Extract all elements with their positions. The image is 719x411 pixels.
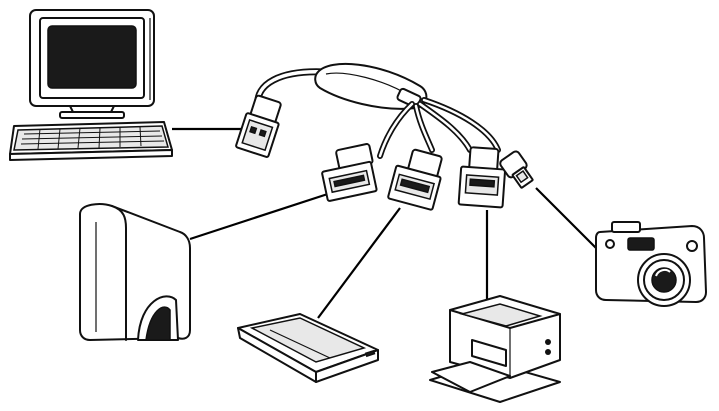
camera-icon bbox=[595, 221, 707, 307]
computer-icon bbox=[29, 9, 155, 119]
printer-icon bbox=[429, 295, 561, 403]
usb-hub-icon bbox=[254, 62, 501, 159]
wire-hard-drive-to-port bbox=[189, 188, 341, 241]
usb-port-icon bbox=[457, 146, 506, 209]
usb-port-icon bbox=[387, 148, 443, 211]
mini-usb-plug-icon bbox=[499, 150, 534, 189]
wire-camera-to-miniusb bbox=[535, 187, 597, 249]
connection-wires bbox=[172, 127, 597, 319]
scanner-icon bbox=[237, 313, 379, 383]
usb-port-icon bbox=[321, 143, 378, 202]
usb-plug-icon bbox=[235, 94, 282, 158]
keyboard-icon bbox=[9, 121, 173, 161]
external-hard-drive-icon bbox=[79, 203, 191, 341]
wire-scanner-to-port bbox=[317, 207, 401, 319]
